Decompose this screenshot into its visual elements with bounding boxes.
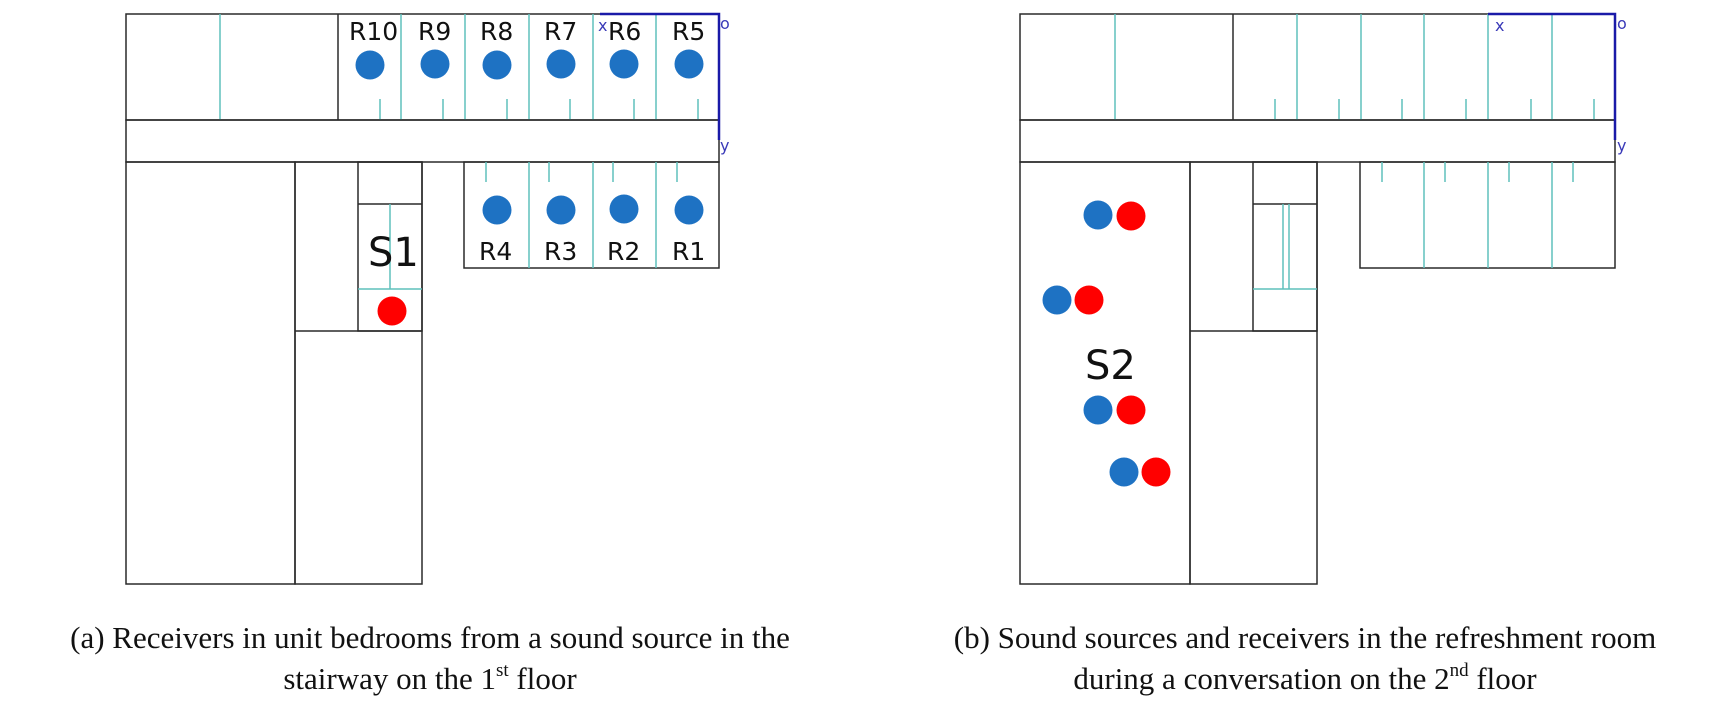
receiver-dot bbox=[420, 49, 450, 79]
caption-a-superscript: st bbox=[495, 659, 509, 681]
receiver-dot bbox=[1042, 285, 1072, 315]
receiver-label-r6: R6 bbox=[608, 17, 641, 46]
caption-b-line2-end: floor bbox=[1468, 661, 1537, 696]
source-label-s1: S1 bbox=[368, 230, 419, 276]
receiver-dot bbox=[546, 195, 576, 225]
receiver-label-r1: R1 bbox=[672, 237, 705, 266]
caption-a-line2-end: floor bbox=[508, 661, 577, 696]
panel-b-floor-plan bbox=[1019, 13, 1616, 585]
panel-a-source: S1 bbox=[368, 230, 419, 326]
receiver-dot bbox=[355, 50, 385, 80]
panel-a-receivers-top: R10 R9 R8 R7 R6 R5 bbox=[349, 17, 705, 80]
axis-y-label: y bbox=[1617, 136, 1626, 155]
source-dot bbox=[1074, 285, 1104, 315]
receiver-dot bbox=[546, 49, 576, 79]
caption-a-line2: stairway on the 1st floor bbox=[0, 658, 860, 699]
caption-a-line2-text: stairway on the 1 bbox=[283, 661, 496, 696]
receiver-dot bbox=[674, 49, 704, 79]
panel-b-conversation-pairs: S2 bbox=[1042, 200, 1171, 487]
receiver-label-r10: R10 bbox=[349, 17, 398, 46]
receiver-dot bbox=[1109, 457, 1139, 487]
caption-b-line1: (b) Sound sources and receivers in the r… bbox=[953, 620, 1657, 655]
receiver-label-r5: R5 bbox=[672, 17, 705, 46]
receiver-dot bbox=[1083, 395, 1113, 425]
axis-x-label: x bbox=[598, 16, 607, 35]
axis-y-label: y bbox=[720, 136, 729, 155]
receiver-label-r7: R7 bbox=[544, 17, 577, 46]
receiver-label-r2: R2 bbox=[607, 237, 640, 266]
caption-b: (b) Sound sources and receivers in the r… bbox=[880, 617, 1730, 699]
receiver-label-r3: R3 bbox=[544, 237, 577, 266]
source-dot bbox=[1116, 201, 1146, 231]
receiver-dot bbox=[482, 50, 512, 80]
receiver-dot bbox=[674, 195, 704, 225]
panel-a-receivers-bottom: R4 R3 R2 R1 bbox=[479, 194, 705, 266]
source-dot bbox=[377, 296, 407, 326]
axis-indicator-b: x o y bbox=[1488, 12, 1627, 155]
receiver-dot bbox=[609, 49, 639, 79]
receiver-label-r9: R9 bbox=[418, 17, 451, 46]
axis-origin-label: o bbox=[720, 14, 730, 33]
axis-x-label: x bbox=[1495, 16, 1504, 35]
panel-a-floor-plan bbox=[125, 13, 720, 585]
source-dot bbox=[1141, 457, 1171, 487]
axis-indicator-a: x o y bbox=[598, 12, 730, 155]
receiver-dot bbox=[482, 195, 512, 225]
source-label-s2: S2 bbox=[1085, 343, 1136, 389]
caption-b-superscript: nd bbox=[1449, 659, 1469, 681]
receiver-dot bbox=[1083, 200, 1113, 230]
caption-a-line1: (a) Receivers in unit bedrooms from a so… bbox=[70, 620, 790, 655]
source-dot bbox=[1116, 395, 1146, 425]
axis-origin-label: o bbox=[1617, 14, 1627, 33]
caption-a: (a) Receivers in unit bedrooms from a so… bbox=[0, 617, 860, 699]
caption-b-line2: during a conversation on the 2nd floor bbox=[880, 658, 1730, 699]
caption-b-line2-text: during a conversation on the 2 bbox=[1073, 661, 1450, 696]
receiver-label-r4: R4 bbox=[479, 237, 512, 266]
receiver-dot bbox=[609, 194, 639, 224]
receiver-label-r8: R8 bbox=[480, 17, 513, 46]
